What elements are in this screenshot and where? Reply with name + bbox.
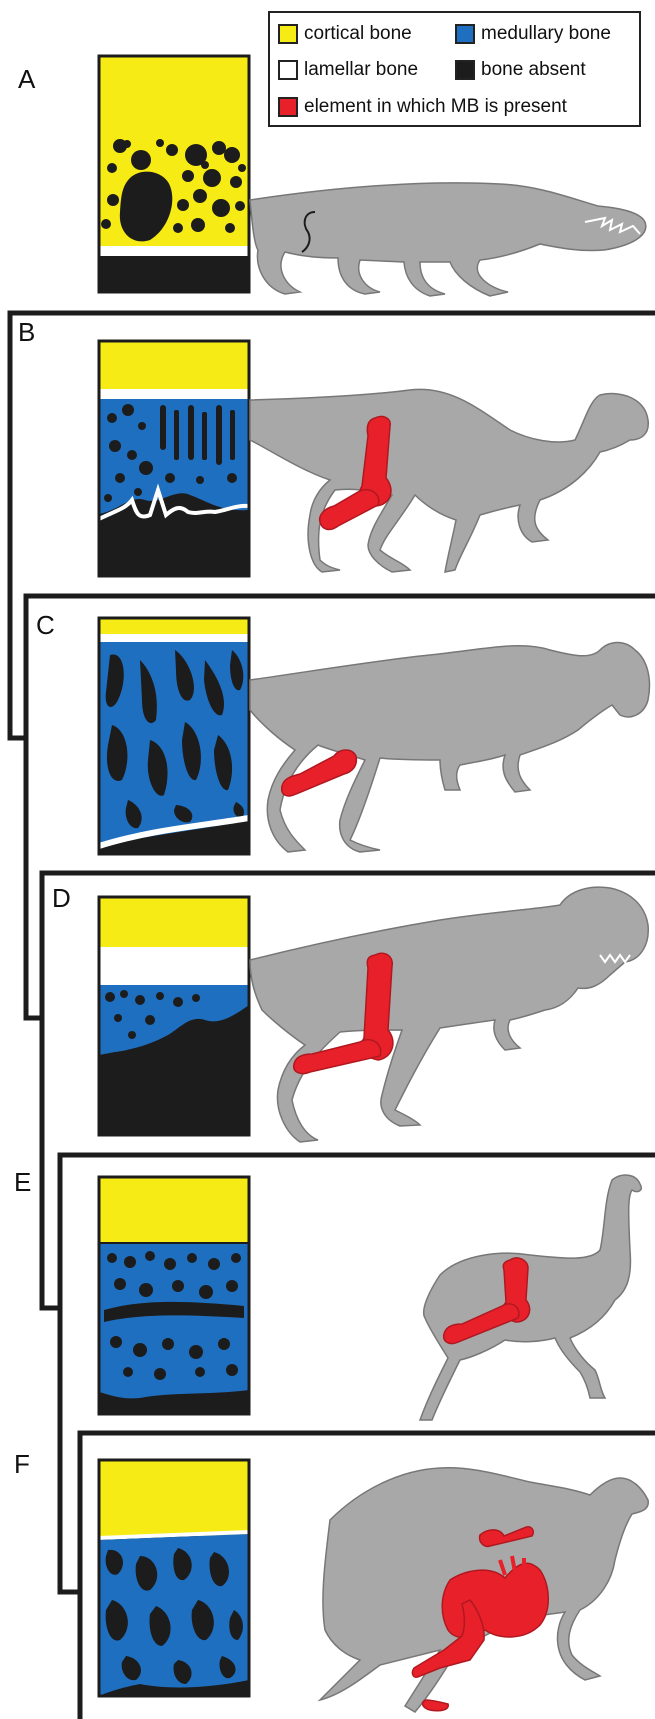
flying-bird-silhouette-icon bbox=[320, 1468, 648, 1712]
bone-section-b bbox=[99, 341, 249, 576]
bone-section-c bbox=[99, 618, 249, 854]
bone-section-d bbox=[99, 897, 249, 1135]
crocodilian-silhouette-icon bbox=[250, 183, 646, 296]
ornithischian-dinosaur-silhouette-icon bbox=[250, 389, 648, 572]
tyrannosaur-silhouette-icon bbox=[250, 887, 648, 1142]
bone-section-f bbox=[99, 1460, 249, 1696]
allosaur-silhouette-icon bbox=[250, 643, 649, 853]
bone-section-a bbox=[99, 56, 249, 292]
bone-section-e bbox=[99, 1177, 249, 1414]
ratite-bird-silhouette-icon bbox=[420, 1175, 641, 1420]
